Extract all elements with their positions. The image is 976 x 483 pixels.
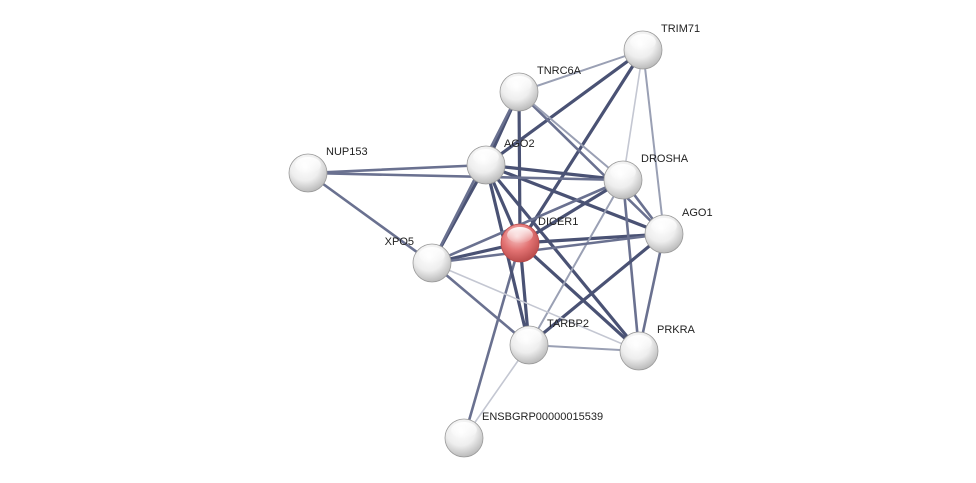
edge-tnrc6a-drosha — [518, 91, 624, 181]
node-label-nup153: NUP153 — [326, 146, 368, 158]
edge-drosha-tarbp2 — [528, 179, 624, 346]
node-gloss — [419, 247, 445, 263]
edge-trim71-ago1 — [642, 49, 665, 235]
node-label-ago1: AGO1 — [682, 207, 713, 219]
node-trim71[interactable]: TRIM71 — [623, 23, 700, 70]
node-xpo5[interactable]: XPO5 — [385, 236, 452, 283]
edge-drosha-xpo5 — [430, 178, 625, 265]
edge-nup153-xpo5 — [306, 171, 434, 265]
edge-tnrc6a-trim71 — [518, 49, 644, 93]
edge-ago2-trim71 — [484, 48, 645, 167]
node-gloss — [506, 76, 532, 92]
edge-nup153-drosha — [306, 171, 625, 182]
edge-dicer1-ago1 — [518, 232, 666, 245]
node-gloss — [451, 422, 477, 438]
edge-tnrc6a-ago1 — [517, 90, 666, 236]
edge-xpo5-tarbp2 — [430, 261, 531, 347]
edge-dicer1-trim71 — [518, 48, 645, 245]
node-label-tnrc6a: TNRC6A — [537, 65, 582, 77]
edge-ago2-nup153 — [306, 163, 488, 175]
edge-xpo5-prkra — [431, 262, 640, 352]
node-label-trim71: TRIM71 — [661, 23, 700, 35]
node-dicer1[interactable]: DICER1 — [500, 216, 578, 263]
node-label-prkra: PRKRA — [657, 324, 696, 336]
node-gloss — [610, 164, 636, 180]
edge-ago2-drosha — [484, 163, 625, 182]
node-gloss — [651, 218, 677, 234]
edge-trim71-drosha — [622, 49, 644, 181]
edge-ago1-xpo5 — [430, 232, 666, 265]
node-label-tarbp2: TARBP2 — [547, 318, 589, 330]
edge-ago2-prkra — [484, 163, 641, 353]
node-ago1[interactable]: AGO1 — [644, 207, 713, 254]
edge-ago1-prkra — [637, 232, 666, 353]
edge-ago1-tarbp2 — [527, 232, 666, 347]
node-label-xpo5: XPO5 — [385, 236, 414, 248]
node-prkra[interactable]: PRKRA — [619, 324, 696, 371]
edge-dicer1-ensbgrp00000015539 — [462, 241, 522, 440]
node-ensbgrp00000015539[interactable]: ENSBGRP00000015539 — [444, 411, 603, 458]
node-tnrc6a[interactable]: TNRC6A — [499, 65, 582, 112]
node-label-ensbgrp00000015539: ENSBGRP00000015539 — [482, 411, 603, 423]
node-gloss — [295, 157, 321, 173]
node-label-drosha: DROSHA — [641, 153, 689, 165]
node-gloss — [516, 329, 542, 345]
node-label-ago2: AGO2 — [504, 138, 535, 150]
node-gloss — [473, 149, 499, 165]
node-tarbp2[interactable]: TARBP2 — [509, 318, 589, 365]
node-gloss — [507, 227, 533, 243]
edge-drosha-prkra — [621, 178, 641, 353]
edges-layer — [306, 48, 666, 440]
node-label-dicer1: DICER1 — [538, 216, 578, 228]
node-gloss — [626, 335, 652, 351]
node-drosha[interactable]: DROSHA — [603, 153, 689, 200]
node-nup153[interactable]: NUP153 — [288, 146, 368, 193]
node-gloss — [630, 34, 656, 50]
node-ago2[interactable]: AGO2 — [466, 138, 535, 185]
edge-dicer1-drosha — [518, 178, 625, 245]
edge-dicer1-prkra — [518, 241, 641, 353]
